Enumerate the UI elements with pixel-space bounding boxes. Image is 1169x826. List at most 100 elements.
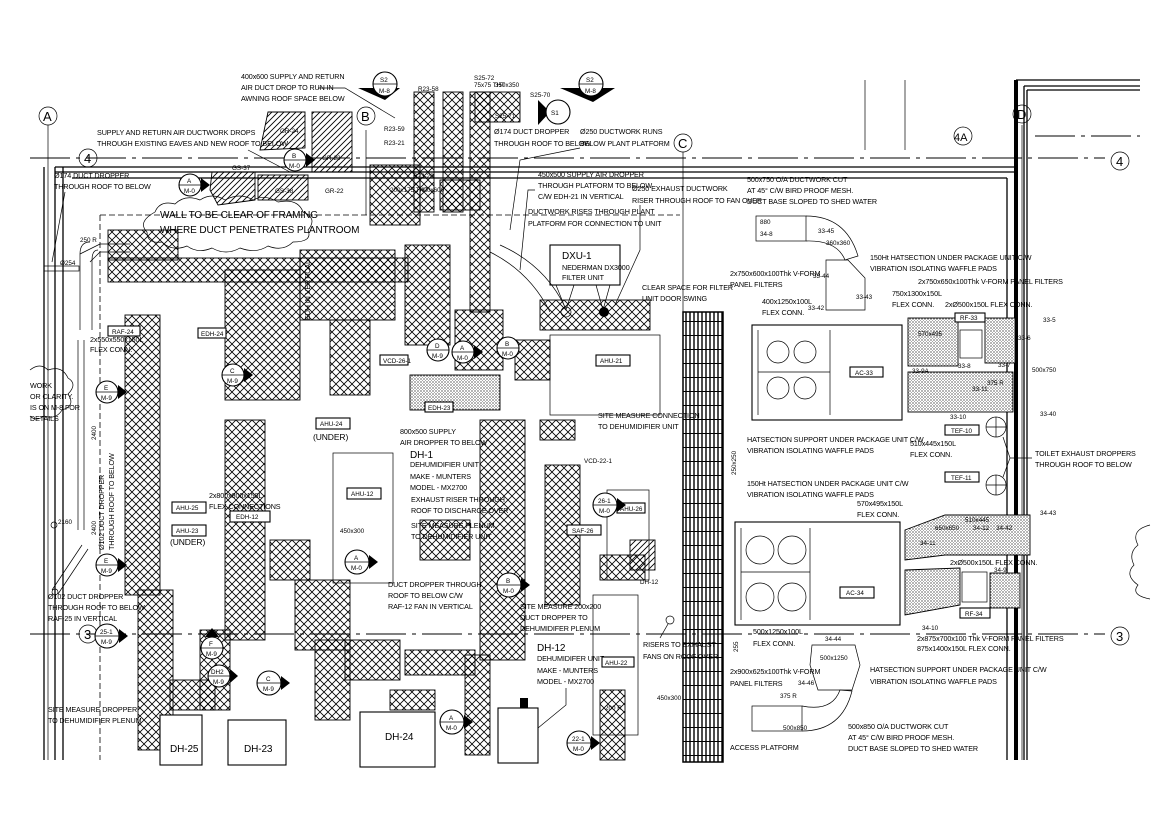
- section-marker-S2-left: S2M-8: [358, 71, 400, 100]
- note-ductwork-rises: DUCTWORK RISES THROUGH PLANT PLATFORM FO…: [528, 207, 662, 228]
- oa-duct-33: 880 360x360: [755, 215, 866, 311]
- section-marker-C-1: CM-9: [221, 363, 253, 387]
- svg-text:A: A: [187, 178, 192, 185]
- svg-text:A: A: [43, 109, 52, 124]
- svg-text:2x750x650x100Thk V-FORM PANEL: 2x750x650x100Thk V-FORM PANEL FILTERS: [918, 277, 1063, 286]
- svg-text:NEDERMAN DX3000: NEDERMAN DX3000: [562, 263, 630, 272]
- svg-text:Ø250 DUCTWORK RUNS: Ø250 DUCTWORK RUNS: [580, 127, 663, 136]
- svg-text:RISER THROUGH ROOF TO FAN OVER: RISER THROUGH ROOF TO FAN OVER: [632, 196, 762, 205]
- svg-text:400x600 SUPPLY AND RETURN: 400x600 SUPPLY AND RETURN: [241, 72, 345, 81]
- tag-33-46: 34-8: [760, 231, 773, 238]
- dim-375r-bottom: 375 R: [780, 693, 797, 700]
- tag-34-44: 34-46: [798, 680, 815, 687]
- revision-cloud-right: [1129, 524, 1151, 600]
- svg-text:Ø254: Ø254: [60, 260, 76, 267]
- note-hatsection-1: 150Ht HATSECTION UNDER PACKAGE UNIT C/W …: [870, 253, 1032, 273]
- equipment-dh-23: DH-23: [227, 719, 287, 766]
- svg-text:TEF-10: TEF-10: [951, 428, 972, 435]
- svg-text:DH-25: DH-25: [170, 744, 199, 755]
- svg-text:SITE MEASURE PLENUM: SITE MEASURE PLENUM: [411, 521, 495, 530]
- tag-34-12: 34-43: [1040, 510, 1057, 517]
- svg-text:MODEL - MX2700: MODEL - MX2700: [410, 483, 467, 492]
- svg-text:3: 3: [1116, 629, 1123, 644]
- note-hatsection-4: HATSECTION SUPPORT UNDER PACKAGE UNIT C/…: [870, 665, 1047, 686]
- svg-text:VCD-26-1: VCD-26-1: [383, 358, 411, 365]
- svg-text:4: 4: [84, 151, 91, 166]
- note-site-measure-connection: SITE MEASURE CONNECTION TO DEHUMIDIFIER …: [598, 411, 700, 431]
- section-marker-A-4: AM-0: [439, 709, 473, 735]
- dim-400x600: 400x600: [420, 187, 445, 194]
- equipment-dxu-1: DXU-1 NEDERMAN DX3000 FILTER UNIT: [489, 244, 630, 318]
- svg-text:AHU-24: AHU-24: [320, 421, 343, 428]
- dim-2150: 250x250: [731, 450, 738, 475]
- svg-text:DUCT DROPPER THROUGH: DUCT DROPPER THROUGH: [388, 580, 482, 589]
- grid-bubble-4A: 4A: [953, 126, 973, 146]
- svg-text:SAF-26: SAF-26: [572, 528, 594, 535]
- svg-text:(UNDER): (UNDER): [313, 432, 348, 442]
- equipment-tef-10: TEF-10: [944, 416, 1007, 438]
- section-marker-D: DM-9: [426, 338, 450, 362]
- svg-text:M-9: M-9: [101, 639, 112, 646]
- svg-text:2400: 2400: [91, 520, 98, 535]
- svg-text:(UNDER): (UNDER): [170, 537, 205, 547]
- tag-33-7: 33-8: [958, 363, 971, 370]
- svg-text:500x750 O/A DUCTWORK CUT: 500x750 O/A DUCTWORK CUT: [747, 175, 848, 184]
- svg-text:M-9: M-9: [101, 395, 112, 402]
- grid-bubble-4-right: 4: [1110, 151, 1130, 171]
- tag-r23-20: R23-20: [413, 173, 434, 180]
- section-marker-A-2: AM-0: [451, 340, 483, 364]
- svg-text:FANS ON ROOF OVER: FANS ON ROOF OVER: [643, 652, 718, 661]
- svg-text:DEHUMIDIFER UNIT: DEHUMIDIFER UNIT: [537, 654, 605, 663]
- svg-text:C/W EDH-21 IN VERTICAL: C/W EDH-21 IN VERTICAL: [538, 192, 624, 201]
- section-marker-S2-right: S2M-8: [560, 71, 615, 102]
- svg-text:ROOF TO BELOW C/W: ROOF TO BELOW C/W: [388, 591, 463, 600]
- svg-text:AHU-21: AHU-21: [600, 358, 623, 365]
- svg-text:FLEX CONN.: FLEX CONN.: [762, 308, 804, 317]
- svg-text:THROUGH PLATFORM TO BELOW: THROUGH PLATFORM TO BELOW: [538, 181, 652, 190]
- tag-gs-38: GS-38: [275, 188, 294, 195]
- svg-text:360x360: 360x360: [826, 240, 851, 247]
- section-marker-E-1: EM-9: [95, 380, 127, 404]
- access-platform-grating: [682, 311, 724, 763]
- svg-text:M-9: M-9: [101, 568, 112, 575]
- svg-text:DH-24: DH-24: [385, 732, 414, 743]
- svg-text:TO DEHUMIDIFIER UNIT: TO DEHUMIDIFIER UNIT: [411, 532, 492, 541]
- dim-255: 255: [733, 641, 740, 652]
- tag-r23-59: R23-59: [384, 126, 405, 133]
- svg-text:EDH-23: EDH-23: [428, 405, 451, 412]
- section-marker-B-top: BM-0: [283, 148, 315, 172]
- tag-34-7: 34-9: [994, 567, 1007, 574]
- equipment-ahu-22: AHU-22 200 R: [592, 594, 639, 736]
- svg-text:375 R: 375 R: [987, 380, 1004, 387]
- note-flex-34c: 500x1250x100L FLEX CONN.: [753, 627, 803, 648]
- svg-text:HATSECTION SUPPORT UNDER PACKA: HATSECTION SUPPORT UNDER PACKAGE UNIT C/…: [870, 665, 1047, 674]
- svg-text:2x800x800x150L: 2x800x800x150L: [209, 491, 262, 500]
- tag-gr-22: GR-22: [325, 188, 344, 195]
- equipment-vcd-22-1: DH-12: [640, 579, 659, 586]
- svg-text:M-8: M-8: [585, 88, 596, 95]
- svg-text:M-8: M-8: [379, 88, 390, 95]
- svg-text:DH-1: DH-1: [410, 450, 433, 461]
- svg-text:A: A: [354, 555, 359, 562]
- svg-text:F: F: [209, 641, 213, 648]
- svg-text:SITE MEASURE CONNECTION: SITE MEASURE CONNECTION: [598, 411, 700, 420]
- svg-text:B: B: [361, 109, 370, 124]
- svg-text:MODEL - MX2700: MODEL - MX2700: [537, 677, 594, 686]
- equipment-ahu-24: AHU-24 (UNDER): [313, 417, 351, 442]
- svg-text:450x300: 450x300: [340, 528, 365, 535]
- equipment-saf-26: SAF-26: [566, 524, 602, 536]
- svg-text:150Ht HATSECTION UNDER PACKAGE: 150Ht HATSECTION UNDER PACKAGE UNIT C/W: [870, 253, 1032, 262]
- svg-text:500x850: 500x850: [783, 725, 808, 732]
- tag-34-8: 34-10: [922, 625, 939, 632]
- equipment-vcd-26-1: VCD-22-1: [584, 458, 612, 465]
- svg-text:RF-34: RF-34: [965, 611, 983, 618]
- equipment-edh-24: VCD-26-1: [379, 354, 411, 366]
- equipment-dh-12-unit: [497, 698, 539, 764]
- note-flex-34a: 570x495x150L FLEX CONN.: [857, 499, 903, 519]
- note-flex-23: 2x550x550x150L FLEX CONN.: [90, 335, 144, 354]
- svg-text:2xØ500x150L FLEX CONN.: 2xØ500x150L FLEX CONN.: [945, 300, 1033, 309]
- dim-75x75-tht-top: 75x75 THT: [474, 82, 505, 89]
- svg-text:VIBRATION ISOLATING WAFFLE PAD: VIBRATION ISOLATING WAFFLE PADS: [870, 677, 997, 686]
- svg-text:PANEL FILTERS: PANEL FILTERS: [730, 679, 783, 688]
